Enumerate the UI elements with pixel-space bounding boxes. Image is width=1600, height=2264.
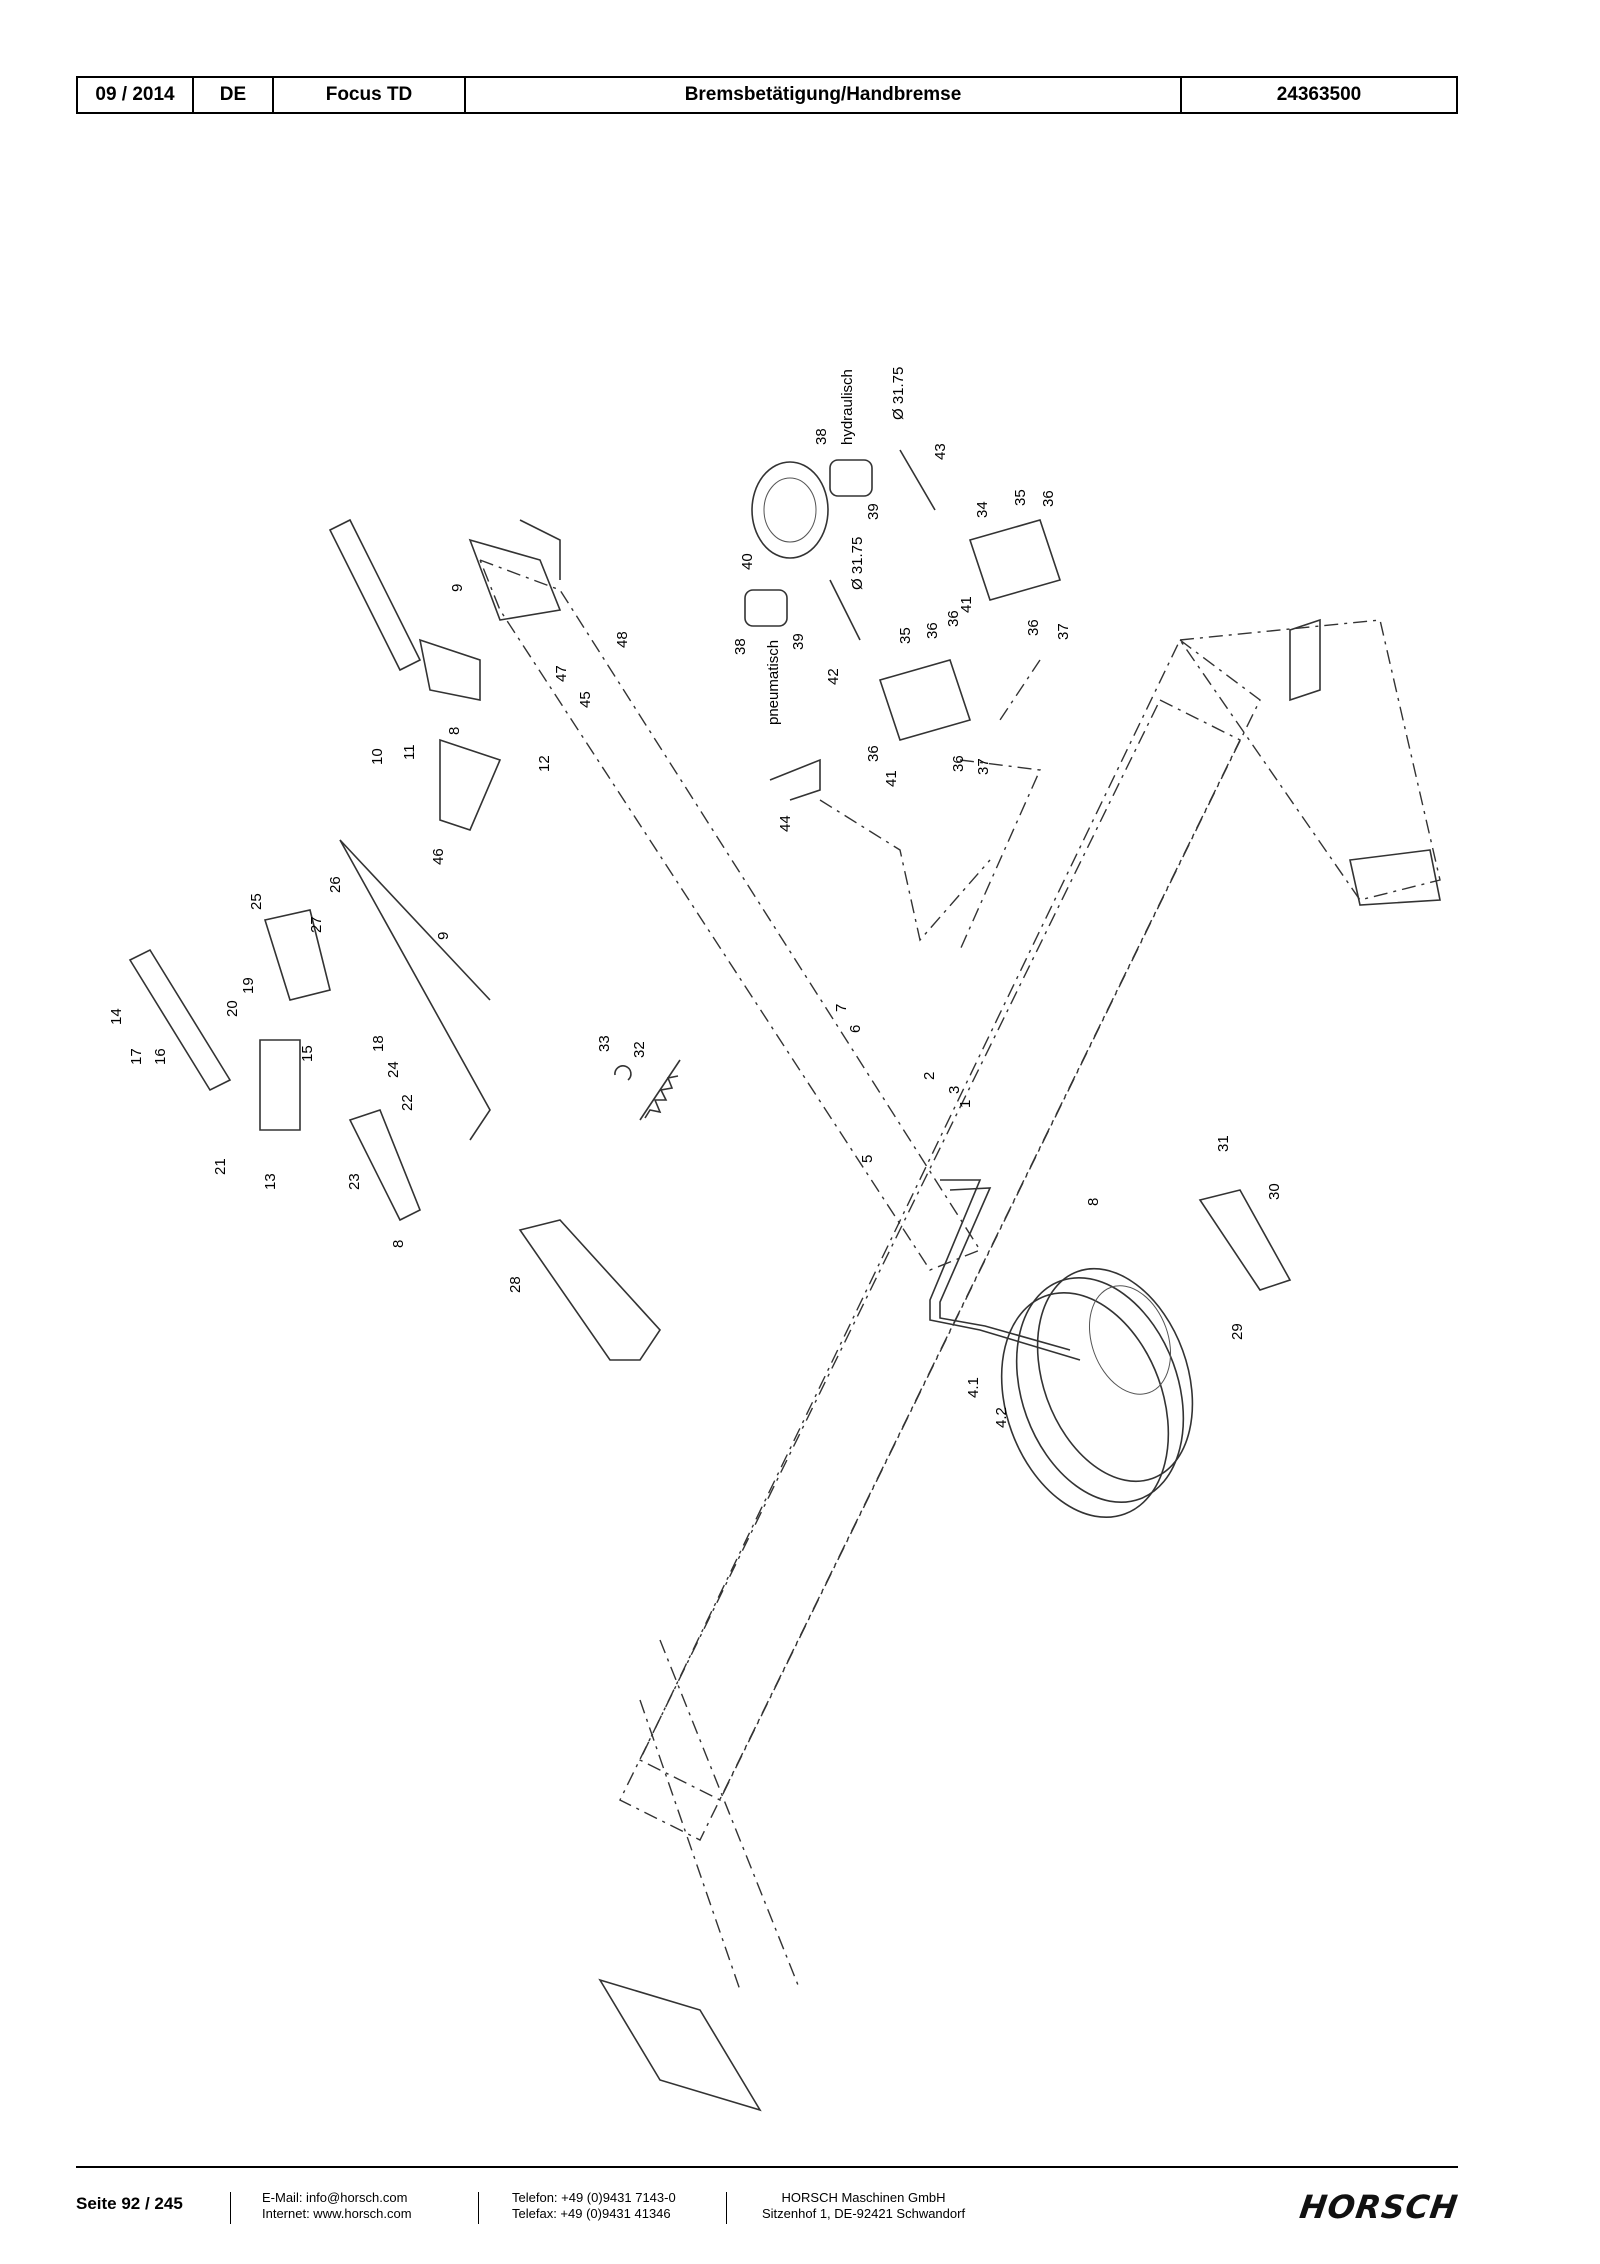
part-label-19: 19 <box>240 977 257 994</box>
part-label-27: 27 <box>308 916 325 933</box>
part-label-36-f: 36 <box>950 755 967 772</box>
part-label-34: 34 <box>974 501 991 518</box>
part-label-dia-top: Ø 31.75 <box>890 367 907 420</box>
part-label-31: 31 <box>1215 1135 1232 1152</box>
part-label-26: 26 <box>327 876 344 893</box>
part-label-29: 29 <box>1229 1323 1246 1340</box>
footer-contact-phone: Telefon: +49 (0)9431 7143-0 Telefax: +49… <box>512 2190 676 2222</box>
part-label-25: 25 <box>248 893 265 910</box>
part-label-8-b: 8 <box>390 1240 407 1248</box>
part-label-2: 2 <box>921 1072 938 1080</box>
part-label-21: 21 <box>212 1158 229 1175</box>
part-label-20: 20 <box>224 1000 241 1017</box>
part-label-8-c: 8 <box>1085 1198 1102 1206</box>
frame-drawing <box>128 449 1441 2112</box>
footer: Seite 92 / 245 E-Mail: info@horsch.com I… <box>76 2188 1461 2240</box>
part-label-40: 40 <box>739 553 756 570</box>
footer-email: E-Mail: info@horsch.com <box>262 2190 408 2205</box>
part-label-41-b: 41 <box>883 770 900 787</box>
footer-separator <box>478 2192 479 2224</box>
part-label-38-a: 38 <box>813 428 830 445</box>
part-label-36-a: 36 <box>1040 490 1057 507</box>
header-title: Bremsbetätigung/Handbremse <box>466 78 1182 112</box>
footer-company-block: HORSCH Maschinen GmbH Sitzenhof 1, DE-92… <box>762 2190 965 2222</box>
part-label-35-b: 35 <box>897 627 914 644</box>
part-label-24: 24 <box>385 1061 402 1078</box>
part-label-37-b: 37 <box>975 758 992 775</box>
footer-separator <box>230 2192 231 2224</box>
part-label-44: 44 <box>777 815 794 832</box>
part-label-7: 7 <box>833 1004 850 1012</box>
part-label-18: 18 <box>370 1035 387 1052</box>
part-label-hydraulisch: hydraulisch <box>839 369 856 445</box>
part-label-13: 13 <box>262 1173 279 1190</box>
part-label-11: 11 <box>401 744 418 760</box>
part-label-4-1: 4.1 <box>965 1377 982 1398</box>
part-label-35-a: 35 <box>1012 489 1029 506</box>
header-doc-number: 24363500 <box>1276 84 1362 105</box>
part-label-43: 43 <box>932 443 949 460</box>
footer-fax: Telefax: +49 (0)9431 41346 <box>512 2206 671 2221</box>
part-label-12: 12 <box>536 755 553 772</box>
part-label-41-a: 41 <box>958 596 975 613</box>
part-label-45: 45 <box>577 691 594 708</box>
part-label-37-a: 37 <box>1055 623 1072 640</box>
part-label-17: 17 <box>128 1048 145 1065</box>
header-model: Focus TD <box>274 78 466 112</box>
part-label-32: 32 <box>631 1041 648 1058</box>
part-label-48: 48 <box>614 631 631 648</box>
part-label-36-b: 36 <box>924 622 941 639</box>
footer-internet: Internet: www.horsch.com <box>262 2206 412 2221</box>
part-labels: hydraulisch Ø 31.75 Ø 31.75 pneumatisch … <box>108 367 1283 1428</box>
part-label-36-c: 36 <box>945 610 962 627</box>
part-label-39-b: 39 <box>790 633 807 650</box>
part-label-15: 15 <box>299 1045 316 1062</box>
part-label-3: 3 <box>946 1086 963 1094</box>
part-label-47: 47 <box>553 665 570 682</box>
part-label-22: 22 <box>399 1094 416 1111</box>
part-label-8-a: 8 <box>446 727 463 735</box>
part-label-9-b: 9 <box>435 932 452 940</box>
horsch-logo: HORSCH <box>1297 2188 1461 2226</box>
part-label-39-a: 39 <box>865 503 882 520</box>
part-label-dia-mid: Ø 31.75 <box>849 537 866 590</box>
part-label-38-b: 38 <box>732 638 749 655</box>
part-label-4-2: 4.2 <box>993 1407 1010 1428</box>
part-label-46: 46 <box>430 848 447 865</box>
footer-contact-web: E-Mail: info@horsch.com Internet: www.ho… <box>262 2190 412 2222</box>
footer-separator <box>726 2192 727 2224</box>
header-date: 09 / 2014 <box>78 78 194 112</box>
part-label-36-e: 36 <box>865 745 882 762</box>
header-table: 09 / 2014 DE Focus TD Bremsbetätigung/Ha… <box>76 76 1458 114</box>
part-label-28: 28 <box>507 1276 524 1293</box>
part-label-10: 10 <box>369 748 386 765</box>
part-label-33: 33 <box>596 1035 613 1052</box>
part-label-14: 14 <box>108 1008 125 1025</box>
footer-company: HORSCH Maschinen GmbH <box>781 2190 946 2205</box>
part-label-30: 30 <box>1266 1183 1283 1200</box>
part-label-1: 1 <box>957 1100 974 1108</box>
part-label-42: 42 <box>825 668 842 685</box>
part-label-6: 6 <box>847 1025 864 1033</box>
part-label-36-d: 36 <box>1025 619 1042 636</box>
footer-divider <box>76 2166 1458 2168</box>
footer-address: Sitzenhof 1, DE-92421 Schwandorf <box>762 2206 966 2221</box>
part-label-pneumatisch: pneumatisch <box>765 640 782 725</box>
page-number: Seite 92 / 245 <box>76 2194 183 2213</box>
part-label-23: 23 <box>346 1173 363 1190</box>
part-label-5: 5 <box>859 1155 876 1163</box>
part-label-16: 16 <box>152 1048 169 1065</box>
part-label-9-a: 9 <box>449 584 466 592</box>
footer-phone: Telefon: +49 (0)9431 7143-0 <box>512 2190 676 2205</box>
header-language: DE <box>194 78 274 112</box>
